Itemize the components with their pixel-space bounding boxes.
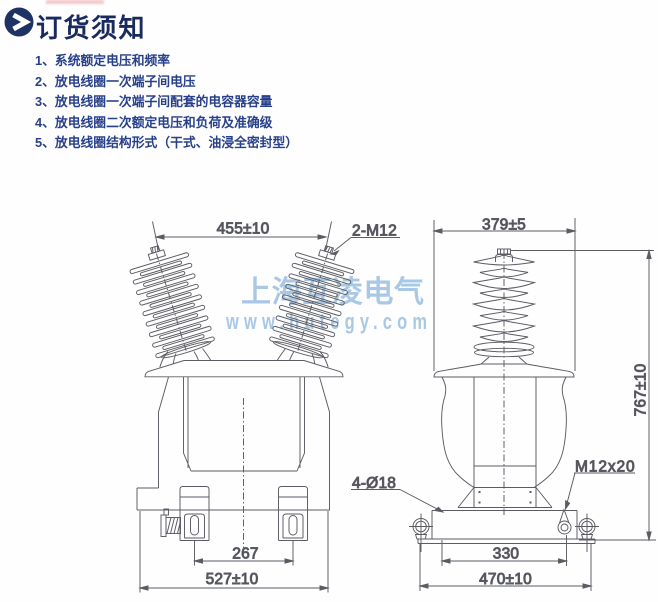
svg-text:379±5: 379±5 — [482, 217, 526, 234]
svg-text:2-M12: 2-M12 — [352, 223, 397, 240]
svg-text:M12x20: M12x20 — [575, 459, 636, 476]
svg-text:455±10: 455±10 — [217, 221, 270, 238]
svg-text:267: 267 — [232, 546, 258, 563]
svg-text:527±10: 527±10 — [206, 571, 259, 588]
svg-text:330: 330 — [493, 546, 520, 563]
svg-text:470±10: 470±10 — [479, 571, 532, 588]
svg-text:767±10: 767±10 — [633, 363, 650, 416]
svg-text:4-Ø18: 4-Ø18 — [352, 475, 396, 492]
